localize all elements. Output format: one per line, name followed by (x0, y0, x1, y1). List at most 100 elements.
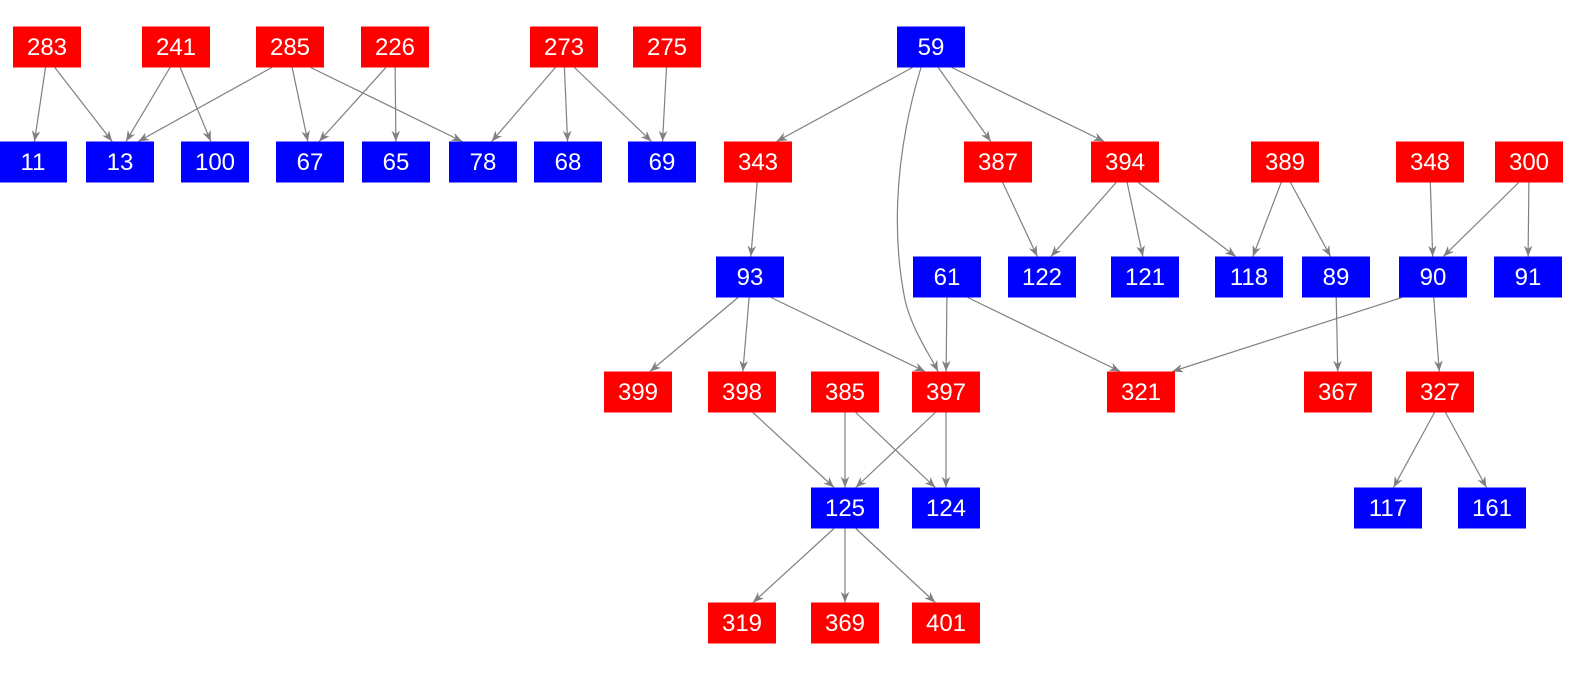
node-321[interactable]: 321 (1107, 371, 1175, 413)
node-box (13, 26, 81, 68)
node-label: 11 (21, 149, 46, 176)
node-369[interactable]: 369 (811, 602, 879, 644)
node-box (1304, 371, 1372, 413)
node-401[interactable]: 401 (912, 602, 980, 644)
node-226[interactable]: 226 (361, 26, 429, 68)
node-399[interactable]: 399 (604, 371, 672, 413)
node-389[interactable]: 389 (1251, 141, 1319, 183)
node-117[interactable]: 117 (1354, 487, 1422, 529)
node-385[interactable]: 385 (811, 371, 879, 413)
edge-343-to-93 (747, 182, 758, 257)
node-label: 67 (297, 149, 324, 176)
node-label: 283 (27, 34, 67, 61)
node-91[interactable]: 91 (1494, 256, 1562, 298)
edge-59-to-397 (896, 67, 939, 372)
node-343[interactable]: 343 (724, 141, 792, 183)
node-label: 117 (1369, 495, 1407, 522)
edge-59-to-387 (937, 67, 992, 142)
edges-layer (31, 66, 1533, 603)
node-box (1399, 256, 1467, 298)
node-label: 124 (926, 495, 966, 522)
edge-285-to-78 (310, 66, 463, 143)
node-285[interactable]: 285 (256, 26, 324, 68)
edge-273-to-68 (562, 67, 572, 142)
node-label: 275 (647, 34, 687, 61)
node-box (181, 141, 249, 183)
edge-93-to-398 (739, 297, 750, 372)
edge-389-to-89 (1289, 182, 1332, 257)
node-box (362, 141, 430, 183)
node-300[interactable]: 300 (1495, 141, 1563, 183)
node-367[interactable]: 367 (1304, 371, 1372, 413)
node-93[interactable]: 93 (716, 256, 784, 298)
node-label: 121 (1125, 264, 1165, 291)
edge-226-to-67 (318, 67, 387, 142)
node-118[interactable]: 118 (1215, 256, 1283, 298)
edge-283-to-11 (31, 67, 47, 142)
node-387[interactable]: 387 (964, 141, 1032, 183)
node-label: 348 (1410, 149, 1450, 176)
node-label: 401 (926, 610, 966, 637)
node-59[interactable]: 59 (897, 26, 965, 68)
node-89[interactable]: 89 (1302, 256, 1370, 298)
node-label: 59 (918, 34, 945, 61)
node-90[interactable]: 90 (1399, 256, 1467, 298)
edge-59-to-343 (776, 66, 913, 143)
node-67[interactable]: 67 (276, 141, 344, 183)
node-box (1008, 256, 1076, 298)
node-61[interactable]: 61 (913, 256, 981, 298)
node-box (1354, 487, 1422, 529)
node-label: 68 (555, 149, 582, 176)
node-label: 394 (1105, 149, 1145, 176)
node-label: 91 (1515, 264, 1542, 291)
edge-90-to-321 (1172, 296, 1402, 373)
node-box (142, 26, 210, 68)
node-124[interactable]: 124 (912, 487, 980, 529)
node-122[interactable]: 122 (1008, 256, 1076, 298)
node-319[interactable]: 319 (708, 602, 776, 644)
node-327[interactable]: 327 (1406, 371, 1474, 413)
edge-89-to-367 (1333, 297, 1342, 372)
node-283[interactable]: 283 (13, 26, 81, 68)
node-69[interactable]: 69 (628, 141, 696, 183)
node-65[interactable]: 65 (362, 141, 430, 183)
edge-93-to-397 (770, 296, 926, 373)
node-275[interactable]: 275 (633, 26, 701, 68)
node-394[interactable]: 394 (1091, 141, 1159, 183)
node-241[interactable]: 241 (142, 26, 210, 68)
edge-285-to-13 (137, 66, 273, 143)
node-13[interactable]: 13 (86, 141, 154, 183)
node-box (633, 26, 701, 68)
edge-348-to-90 (1428, 182, 1437, 257)
node-397[interactable]: 397 (912, 371, 980, 413)
node-11[interactable]: 11 (0, 141, 67, 183)
node-box (1302, 256, 1370, 298)
edge-241-to-13 (125, 67, 171, 142)
node-68[interactable]: 68 (534, 141, 602, 183)
node-121[interactable]: 121 (1111, 256, 1179, 298)
node-box (276, 141, 344, 183)
node-348[interactable]: 348 (1396, 141, 1464, 183)
node-125[interactable]: 125 (811, 487, 879, 529)
edge-93-to-399 (649, 297, 739, 372)
node-label: 343 (738, 149, 778, 176)
node-label: 61 (934, 264, 961, 291)
node-box (964, 141, 1032, 183)
node-273[interactable]: 273 (530, 26, 598, 68)
node-398[interactable]: 398 (708, 371, 776, 413)
node-label: 367 (1318, 379, 1358, 406)
node-label: 241 (156, 34, 196, 61)
node-label: 385 (825, 379, 865, 406)
node-box (724, 141, 792, 183)
nodes-layer: 283 241 285 226 273 275 59 11 13 100 67 65 78 68 69 343… (0, 26, 1563, 644)
node-78[interactable]: 78 (449, 141, 517, 183)
node-161[interactable]: 161 (1458, 487, 1526, 529)
node-box (1091, 141, 1159, 183)
node-box (1251, 141, 1319, 183)
edge-59-to-394 (951, 66, 1105, 143)
edge-387-to-122 (1002, 182, 1038, 257)
node-label: 100 (195, 149, 235, 176)
edge-285-to-67 (291, 67, 310, 142)
node-box (897, 26, 965, 68)
node-100[interactable]: 100 (181, 141, 249, 183)
